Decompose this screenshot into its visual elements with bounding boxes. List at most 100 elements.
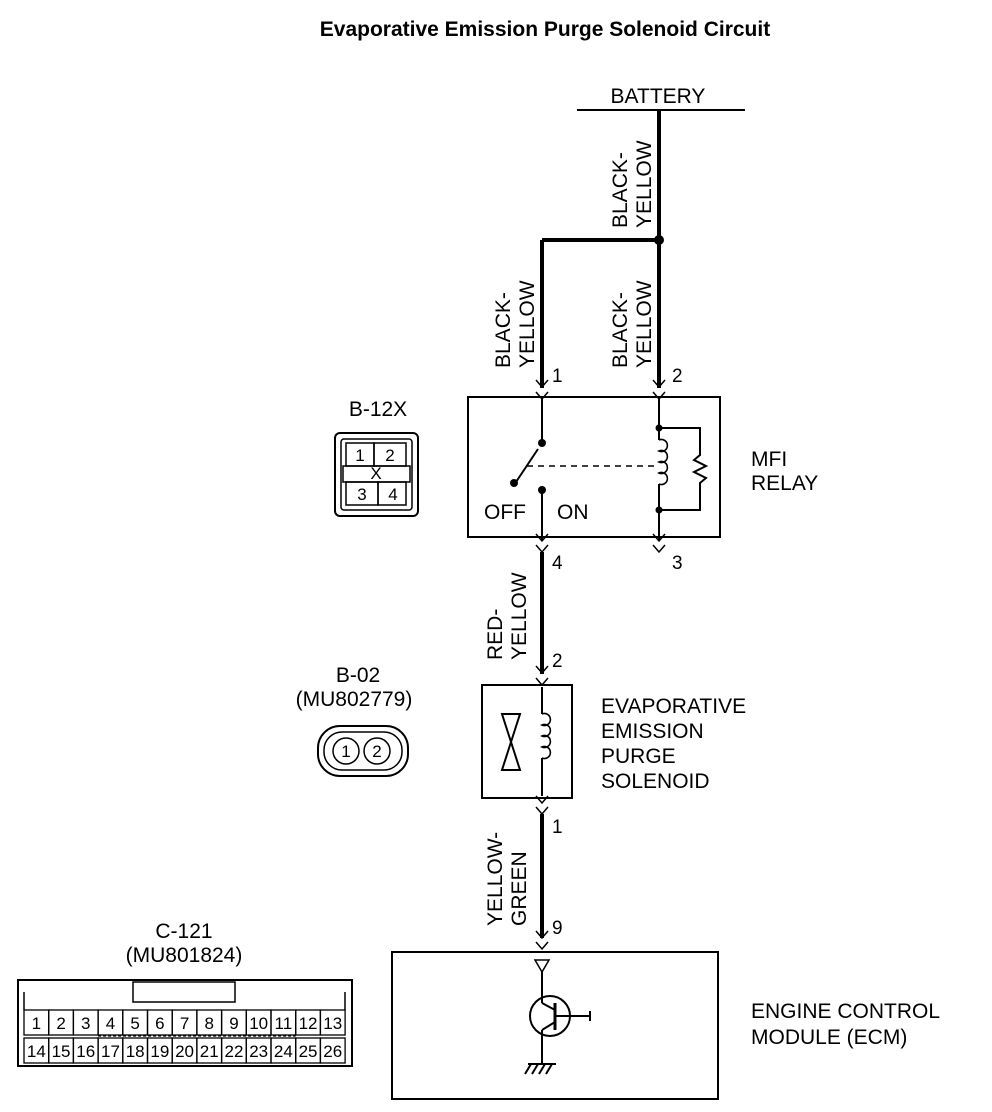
c121-bottom-pin-25: 25 xyxy=(299,1042,318,1061)
c121-bottom-pin-26: 26 xyxy=(323,1042,342,1061)
ecm-name-line2: MODULE (ECM) xyxy=(751,1026,907,1049)
ecm-pin9-number: 9 xyxy=(552,918,563,939)
c121-top-pin-12: 12 xyxy=(299,1014,318,1033)
ecm-input-icon xyxy=(533,959,551,974)
c121-bottom-pin-22: 22 xyxy=(224,1042,243,1061)
c121-bottom-pin-21: 21 xyxy=(200,1042,219,1061)
relay-out-wire-label: RED- YELLOW xyxy=(484,572,531,660)
pin2-wire-color-1: BLACK- xyxy=(609,292,632,368)
b12x-connector-inner xyxy=(340,438,413,511)
transistor-emitter xyxy=(541,1021,556,1031)
ecm-wire-color-2: GREEN xyxy=(508,851,531,926)
relay-contact-off xyxy=(510,479,518,487)
solenoid-name-line4: SOLENOID xyxy=(601,770,710,793)
c121-bottom-pin-16: 16 xyxy=(76,1042,95,1061)
relay-out-wire-color-2: YELLOW xyxy=(508,572,531,660)
solenoid-valve-icon xyxy=(500,713,522,771)
c121-top-pin-cell xyxy=(319,1009,346,1036)
b02-pin-1: 1 xyxy=(341,742,350,761)
b12x-pin-2: 2 xyxy=(385,446,394,465)
b12x-pin-4: 4 xyxy=(388,485,397,504)
c121-connector-id: C-121 xyxy=(155,920,212,943)
c121-bottom-pin-17: 17 xyxy=(101,1042,120,1061)
pin2-wire-color-2: YELLOW xyxy=(633,280,656,368)
battery-label: BATTERY xyxy=(611,85,706,108)
ground-icon xyxy=(524,1063,556,1075)
c121-top-pin-7: 7 xyxy=(180,1014,189,1033)
c121-connector-part: (MU801824) xyxy=(126,944,243,967)
b02-pin-1-socket xyxy=(332,737,360,765)
relay-on-label: ON xyxy=(557,501,589,524)
c121-top-pin-4: 4 xyxy=(106,1014,115,1033)
relay-out-wire-color-1: RED- xyxy=(484,609,507,660)
relay-pin2-number: 2 xyxy=(672,366,683,387)
b02-pin-2: 2 xyxy=(372,742,381,761)
battery-wire-color-2: YELLOW xyxy=(633,140,656,228)
purge-solenoid-box xyxy=(481,684,573,799)
ecm-name-line1: ENGINE CONTROL xyxy=(751,1000,940,1023)
b12x-connector-id: B-12X xyxy=(349,398,407,421)
b12x-center-mark: X xyxy=(370,464,381,483)
pin2-wire-label: BLACK- YELLOW xyxy=(609,280,656,368)
pin1-wire-label: BLACK- YELLOW xyxy=(492,280,539,368)
relay-off-label: OFF xyxy=(484,501,526,524)
b12x-cell-4 xyxy=(377,481,407,506)
ecm-pin9-connector-mark xyxy=(535,930,549,951)
solenoid-pin1-number: 1 xyxy=(552,817,563,838)
battery-wire-label: BLACK- YELLOW xyxy=(609,140,656,228)
b12x-pin-3: 3 xyxy=(357,485,366,504)
b02-connector-part: (MU802779) xyxy=(296,688,413,711)
relay-contact-on xyxy=(538,439,546,447)
relay-pin3-connector-mark xyxy=(652,533,666,554)
b02-connector-id: B-02 xyxy=(336,664,380,687)
relay-coil-icon xyxy=(656,438,669,486)
c121-connector-latch xyxy=(132,981,236,1003)
relay-pin3-number: 3 xyxy=(672,553,683,574)
pin1-wire-color-2: YELLOW xyxy=(516,280,539,368)
c121-connector-outer xyxy=(17,979,353,1067)
b12x-pin-1: 1 xyxy=(355,446,364,465)
c121-bottom-pin-15: 15 xyxy=(52,1042,71,1061)
b02-pin-2-socket xyxy=(363,737,391,765)
battery-wire-color-1: BLACK- xyxy=(609,152,632,228)
c121-top-pin-5: 5 xyxy=(130,1014,139,1033)
c121-top-pin-13: 13 xyxy=(323,1014,342,1033)
transistor-collector xyxy=(541,1002,556,1011)
ecm-box xyxy=(391,951,719,1100)
c121-top-pin-11: 11 xyxy=(275,1014,293,1033)
relay-name-line2: RELAY xyxy=(751,472,818,495)
c121-top-pin-6: 6 xyxy=(155,1014,164,1033)
ecm-wire-label: YELLOW- GREEN xyxy=(484,832,531,926)
b12x-connector-outer xyxy=(334,432,419,517)
solenoid-name: EVAPORATIVE EMISSION PURGE SOLENOID xyxy=(601,695,746,793)
solenoid-name-line3: PURGE xyxy=(601,745,676,768)
relay-pin1-number: 1 xyxy=(552,366,563,387)
solenoid-pin2-number: 2 xyxy=(552,651,563,672)
pin1-wire-color-1: BLACK- xyxy=(492,292,515,368)
c121-top-pin-3: 3 xyxy=(81,1014,90,1033)
c121-bottom-pin-24: 24 xyxy=(274,1042,293,1061)
solenoid-name-line1: EVAPORATIVE xyxy=(601,695,746,718)
c121-top-pin-8: 8 xyxy=(205,1014,214,1033)
c121-top-pin-1: 1 xyxy=(32,1014,41,1033)
c121-top-pin-10: 10 xyxy=(249,1014,268,1033)
b02-connector-inner xyxy=(323,731,403,771)
c121-bottom-pin-14: 14 xyxy=(27,1042,46,1061)
b02-connector-outer xyxy=(317,725,409,777)
c121-bottom-pin-23: 23 xyxy=(249,1042,268,1061)
diagram-title: Evaporative Emission Purge Solenoid Circ… xyxy=(320,18,770,41)
ecm-wire-color-1: YELLOW- xyxy=(484,832,507,926)
mfi-relay-box xyxy=(467,396,721,538)
relay-resistor-icon xyxy=(659,427,709,511)
relay-name-line1: MFI xyxy=(751,448,787,471)
solenoid-name-line2: EMISSION xyxy=(601,720,704,743)
c121-top-pin-9: 9 xyxy=(229,1014,238,1033)
solenoid-coil-icon xyxy=(539,712,552,760)
c121-bottom-pin-19: 19 xyxy=(150,1042,169,1061)
c121-bottom-pin-18: 18 xyxy=(126,1042,145,1061)
c121-bottom-pin-20: 20 xyxy=(175,1042,194,1061)
c121-top-pin-2: 2 xyxy=(56,1014,65,1033)
relay-pin4-number: 4 xyxy=(552,553,563,574)
